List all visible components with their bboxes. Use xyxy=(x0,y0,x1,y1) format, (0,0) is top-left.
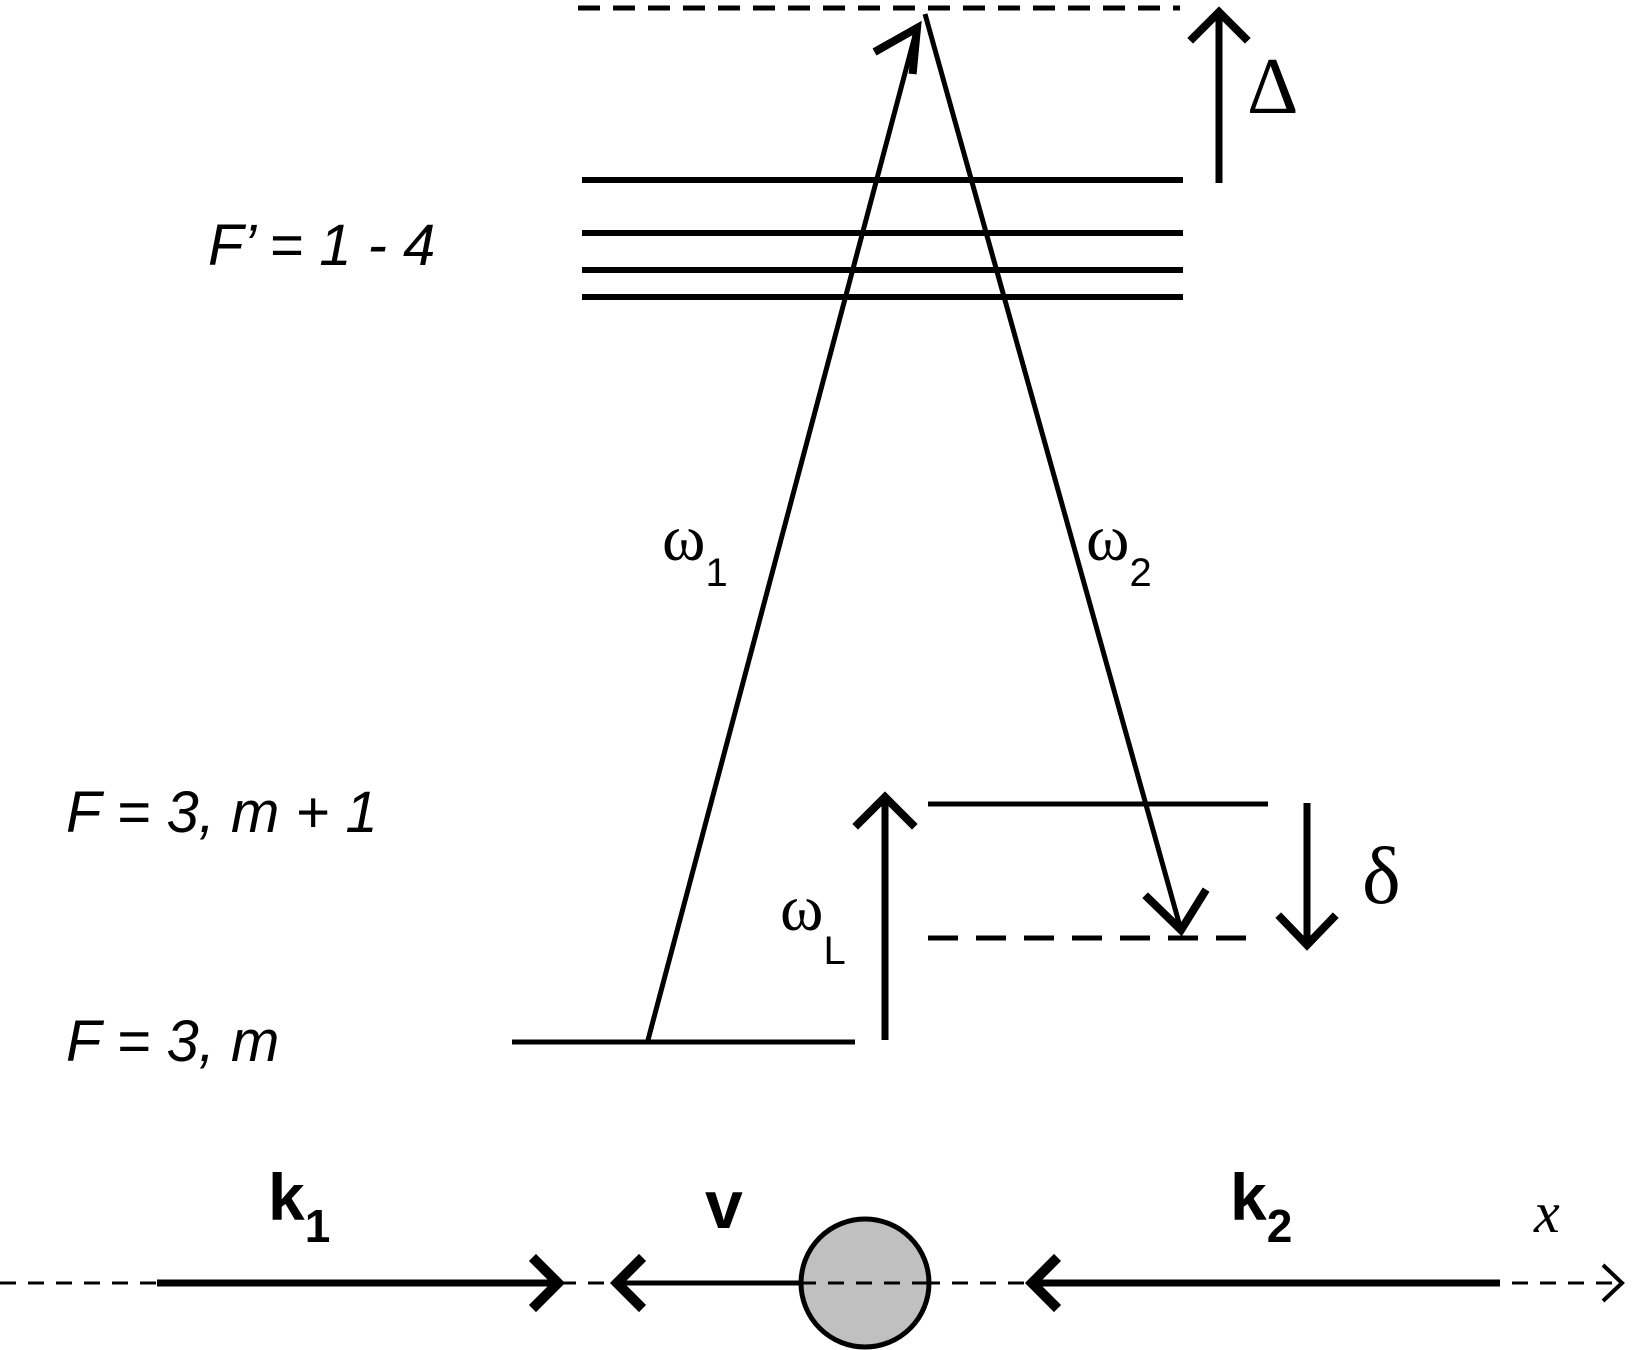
omegaL-subscript: L xyxy=(823,929,845,973)
omega2-subscript: 2 xyxy=(1129,551,1151,595)
omega1-arrowhead xyxy=(872,20,922,75)
k2-symbol: k xyxy=(1230,1160,1267,1234)
omega2-arrowhead xyxy=(1142,887,1210,937)
omega2-symbol: ω xyxy=(1086,502,1129,575)
omegaL-symbol: ω xyxy=(780,872,823,945)
x-axis-label: x xyxy=(1533,1180,1560,1245)
omega2-label: ω2 xyxy=(1086,502,1152,595)
delta-label: Δ xyxy=(1247,43,1298,131)
small-delta-arrowhead xyxy=(1275,912,1339,951)
k1-label: k1 xyxy=(268,1160,330,1252)
velocity-arrowhead xyxy=(609,1253,647,1313)
velocity-label: v xyxy=(705,1167,743,1243)
small-delta-label: δ xyxy=(1362,830,1401,921)
k2-label: k2 xyxy=(1230,1160,1292,1252)
omega1-symbol: ω xyxy=(662,502,705,575)
k1-symbol: k xyxy=(268,1160,305,1234)
k1-subscript: 1 xyxy=(305,1200,331,1252)
ground-lower-level-label: F = 3, m xyxy=(66,1009,279,1074)
omega1-subscript: 1 xyxy=(705,551,727,595)
omegaL-label: ωL xyxy=(780,872,846,973)
k1-arrowhead xyxy=(528,1253,566,1313)
delta-arrowhead xyxy=(1187,6,1251,44)
ground-upper-level-label: F = 3, m + 1 xyxy=(66,780,378,845)
excited-levels xyxy=(582,177,1183,300)
k2-arrowhead xyxy=(1024,1253,1062,1313)
x-axis-arrowhead xyxy=(1601,1263,1625,1303)
omega2-beam-line xyxy=(922,13,1184,931)
omega1-label: ω1 xyxy=(662,502,728,595)
k2-subscript: 2 xyxy=(1267,1200,1293,1252)
omega1-beam-line xyxy=(645,27,920,1041)
omegaL-arrowhead xyxy=(852,791,918,830)
excited-levels-label: F’ = 1 - 4 xyxy=(208,213,435,278)
